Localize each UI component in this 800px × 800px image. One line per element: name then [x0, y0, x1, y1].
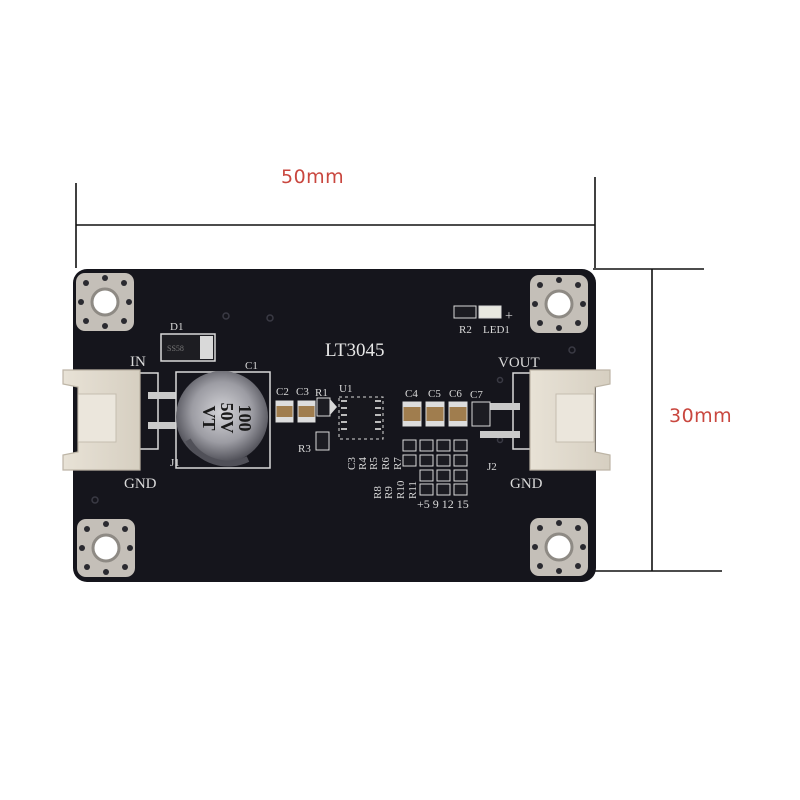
- label-plus: +: [505, 309, 513, 324]
- label-vout: VOUT: [498, 355, 540, 371]
- label-col-c3: C3: [346, 457, 358, 470]
- connector-j2: [480, 369, 611, 471]
- label-voltage-select: +5 9 12 15: [417, 497, 469, 511]
- label-col-r8: R8: [372, 486, 384, 499]
- capacitor-value-1: 100: [235, 405, 255, 432]
- label-col-r6: R6: [380, 457, 392, 470]
- capacitor-value-2: 50V: [217, 403, 237, 434]
- label-c6: C6: [449, 388, 462, 400]
- smd-components: [275, 305, 502, 496]
- label-j2: J2: [487, 461, 497, 473]
- capacitor-c1: 100 50V VT: [175, 371, 271, 469]
- connector-j1: [62, 369, 176, 471]
- label-in: IN: [130, 354, 146, 370]
- label-c1: C1: [245, 360, 258, 372]
- diode-d1: SS58: [160, 333, 216, 362]
- label-r1: R1: [315, 387, 328, 399]
- label-r3: R3: [298, 443, 311, 455]
- label-c7: C7: [470, 389, 483, 401]
- diode-marking: SS58: [167, 344, 184, 353]
- label-d1: D1: [170, 321, 183, 333]
- capacitor-value-3: VT: [199, 405, 219, 430]
- label-c4: C4: [405, 388, 418, 400]
- height-dimension-label: 30mm: [669, 405, 733, 427]
- label-gnd-right: GND: [510, 476, 543, 492]
- chip-label: LT3045: [325, 340, 384, 361]
- label-c2: C2: [276, 386, 289, 398]
- label-col-r10: R10: [395, 480, 407, 499]
- label-c3: C3: [296, 386, 309, 398]
- label-col-r5: R5: [368, 457, 380, 470]
- label-c5: C5: [428, 388, 441, 400]
- label-col-r4: R4: [357, 457, 369, 470]
- label-col-r7: R7: [392, 457, 404, 470]
- label-col-r9: R9: [383, 486, 395, 499]
- width-dimension-label: 50mm: [281, 166, 345, 188]
- label-j1: J1: [170, 457, 180, 469]
- label-gnd-left: GND: [124, 476, 157, 492]
- label-r2: R2: [459, 324, 472, 336]
- width-dimension-line: [75, 177, 596, 268]
- label-col-r11: R11: [407, 481, 419, 499]
- mounting-holes: [76, 273, 588, 577]
- height-dimension-line: [593, 268, 722, 572]
- label-u1: U1: [339, 383, 352, 395]
- label-led1: LED1: [483, 324, 510, 336]
